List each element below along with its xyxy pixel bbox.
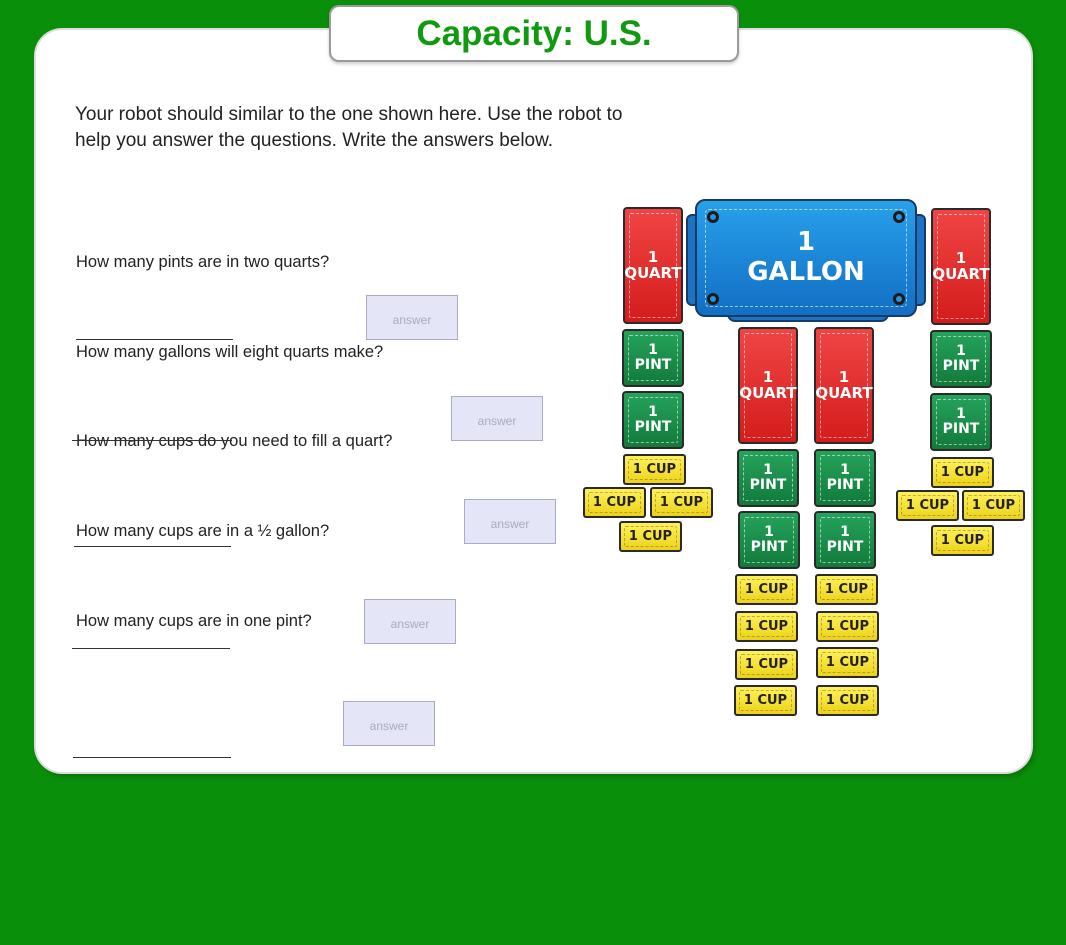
pint-label: PINT: [634, 419, 672, 435]
pint-number: 1: [956, 406, 966, 423]
answer-line-5: [73, 757, 231, 758]
robot-cup-block: 1 CUP: [816, 647, 879, 678]
cup-label: 1 CUP: [940, 464, 985, 480]
quart-number: 1: [647, 247, 659, 266]
question-5: How many cups are in one pint?: [76, 612, 312, 630]
robot-cup-block: 1 CUP: [962, 490, 1025, 521]
quart-label: QUART: [739, 383, 797, 402]
cup-label: 1 CUP: [825, 654, 870, 670]
robot-cup-block: 1 CUP: [735, 611, 798, 642]
gallon-label: GALLON: [747, 257, 865, 287]
pint-label: PINT: [750, 539, 788, 555]
bolt-icon: [893, 211, 905, 223]
question-4: How many cups are in a ½ gallon?: [76, 522, 330, 540]
pint-number: 1: [763, 462, 773, 479]
cup-label: 1 CUP: [905, 497, 950, 513]
answer-box-5[interactable]: answer: [343, 701, 435, 746]
page-title: Capacity: U.S.: [416, 14, 652, 53]
robot-cup-block: 1 CUP: [735, 574, 798, 605]
quart-number: 1: [762, 367, 774, 386]
robot-cup-block: 1 CUP: [931, 457, 994, 488]
cup-label: 1 CUP: [592, 494, 637, 510]
question-1: How many pints are in two quarts?: [76, 253, 330, 271]
robot-cup-block: 1 CUP: [896, 490, 959, 521]
title-tab: Capacity: U.S.: [329, 5, 739, 62]
answer-line-2: [72, 440, 232, 441]
robot-cup-block: 1 CUP: [735, 649, 798, 680]
quart-number: 1: [838, 367, 850, 386]
pint-label: PINT: [634, 357, 672, 373]
cup-label: 1 CUP: [825, 618, 870, 634]
robot-quart-block: 1 QUART: [623, 207, 683, 324]
pint-number: 1: [840, 524, 850, 541]
question-2: How many gallons will eight quarts make?: [76, 343, 384, 361]
pint-label: PINT: [749, 477, 787, 493]
pint-label: PINT: [942, 421, 980, 437]
cup-label: 1 CUP: [824, 581, 869, 597]
robot-quart-block: 1 QUART: [738, 327, 798, 444]
question-3: How many cups do you need to fill a quar…: [76, 432, 393, 450]
robot-cup-block: 1 CUP: [623, 454, 686, 485]
robot-cup-block: 1 CUP: [619, 521, 682, 552]
quart-number: 1: [955, 248, 967, 267]
robot-cup-block: 1 CUP: [734, 685, 797, 716]
robot-quart-block: 1 QUART: [931, 208, 991, 325]
robot-cup-block: 1 CUP: [931, 525, 994, 556]
robot-cup-block: 1 CUP: [583, 487, 646, 518]
robot-cup-block: 1 CUP: [816, 685, 879, 716]
cup-label: 1 CUP: [825, 692, 870, 708]
robot-pint-block: 1 PINT: [737, 449, 799, 507]
answer-box-1[interactable]: answer: [366, 295, 458, 340]
robot-quart-block: 1 QUART: [814, 327, 874, 444]
quart-label: QUART: [815, 383, 873, 402]
cup-label: 1 CUP: [632, 461, 677, 477]
answer-box-3[interactable]: answer: [464, 499, 556, 544]
pint-number: 1: [764, 524, 774, 541]
cup-label: 1 CUP: [744, 581, 789, 597]
cup-label: 1 CUP: [940, 532, 985, 548]
pint-number: 1: [840, 462, 850, 479]
answer-box-2[interactable]: answer: [451, 396, 543, 441]
robot-pint-block: 1 PINT: [930, 330, 992, 388]
pint-number: 1: [648, 404, 658, 421]
bolt-icon: [707, 211, 719, 223]
robot-pint-block: 1 PINT: [622, 391, 684, 449]
robot-cup-block: 1 CUP: [650, 487, 713, 518]
robot-pint-block: 1 PINT: [930, 393, 992, 451]
robot-cup-block: 1 CUP: [816, 611, 879, 642]
gallon-number: 1: [796, 227, 816, 258]
pint-number: 1: [956, 343, 966, 360]
quart-label: QUART: [932, 264, 990, 283]
pint-label: PINT: [826, 539, 864, 555]
bolt-icon: [893, 293, 905, 305]
cup-label: 1 CUP: [971, 497, 1016, 513]
robot-pint-block: 1 PINT: [738, 511, 800, 569]
cup-label: 1 CUP: [628, 528, 673, 544]
robot-pint-block: 1 PINT: [814, 511, 876, 569]
quart-label: QUART: [624, 263, 682, 282]
cup-label: 1 CUP: [744, 618, 789, 634]
pint-number: 1: [648, 342, 658, 359]
cup-label: 1 CUP: [744, 656, 789, 672]
robot-pint-block: 1 PINT: [622, 329, 684, 387]
robot-pint-block: 1 PINT: [814, 449, 876, 507]
answer-line-4: [72, 648, 230, 649]
cup-label: 1 CUP: [743, 692, 788, 708]
robot-gallon-block: 1 GALLON: [695, 199, 917, 317]
answer-line-3: [74, 546, 231, 547]
intro-text: Your robot should similar to the one sho…: [75, 104, 623, 151]
answer-box-4[interactable]: answer: [364, 599, 456, 644]
cup-label: 1 CUP: [659, 494, 704, 510]
answer-line-1: [76, 339, 233, 340]
pint-label: PINT: [942, 358, 980, 374]
robot-cup-block: 1 CUP: [815, 574, 878, 605]
bolt-icon: [707, 293, 719, 305]
pint-label: PINT: [826, 477, 864, 493]
